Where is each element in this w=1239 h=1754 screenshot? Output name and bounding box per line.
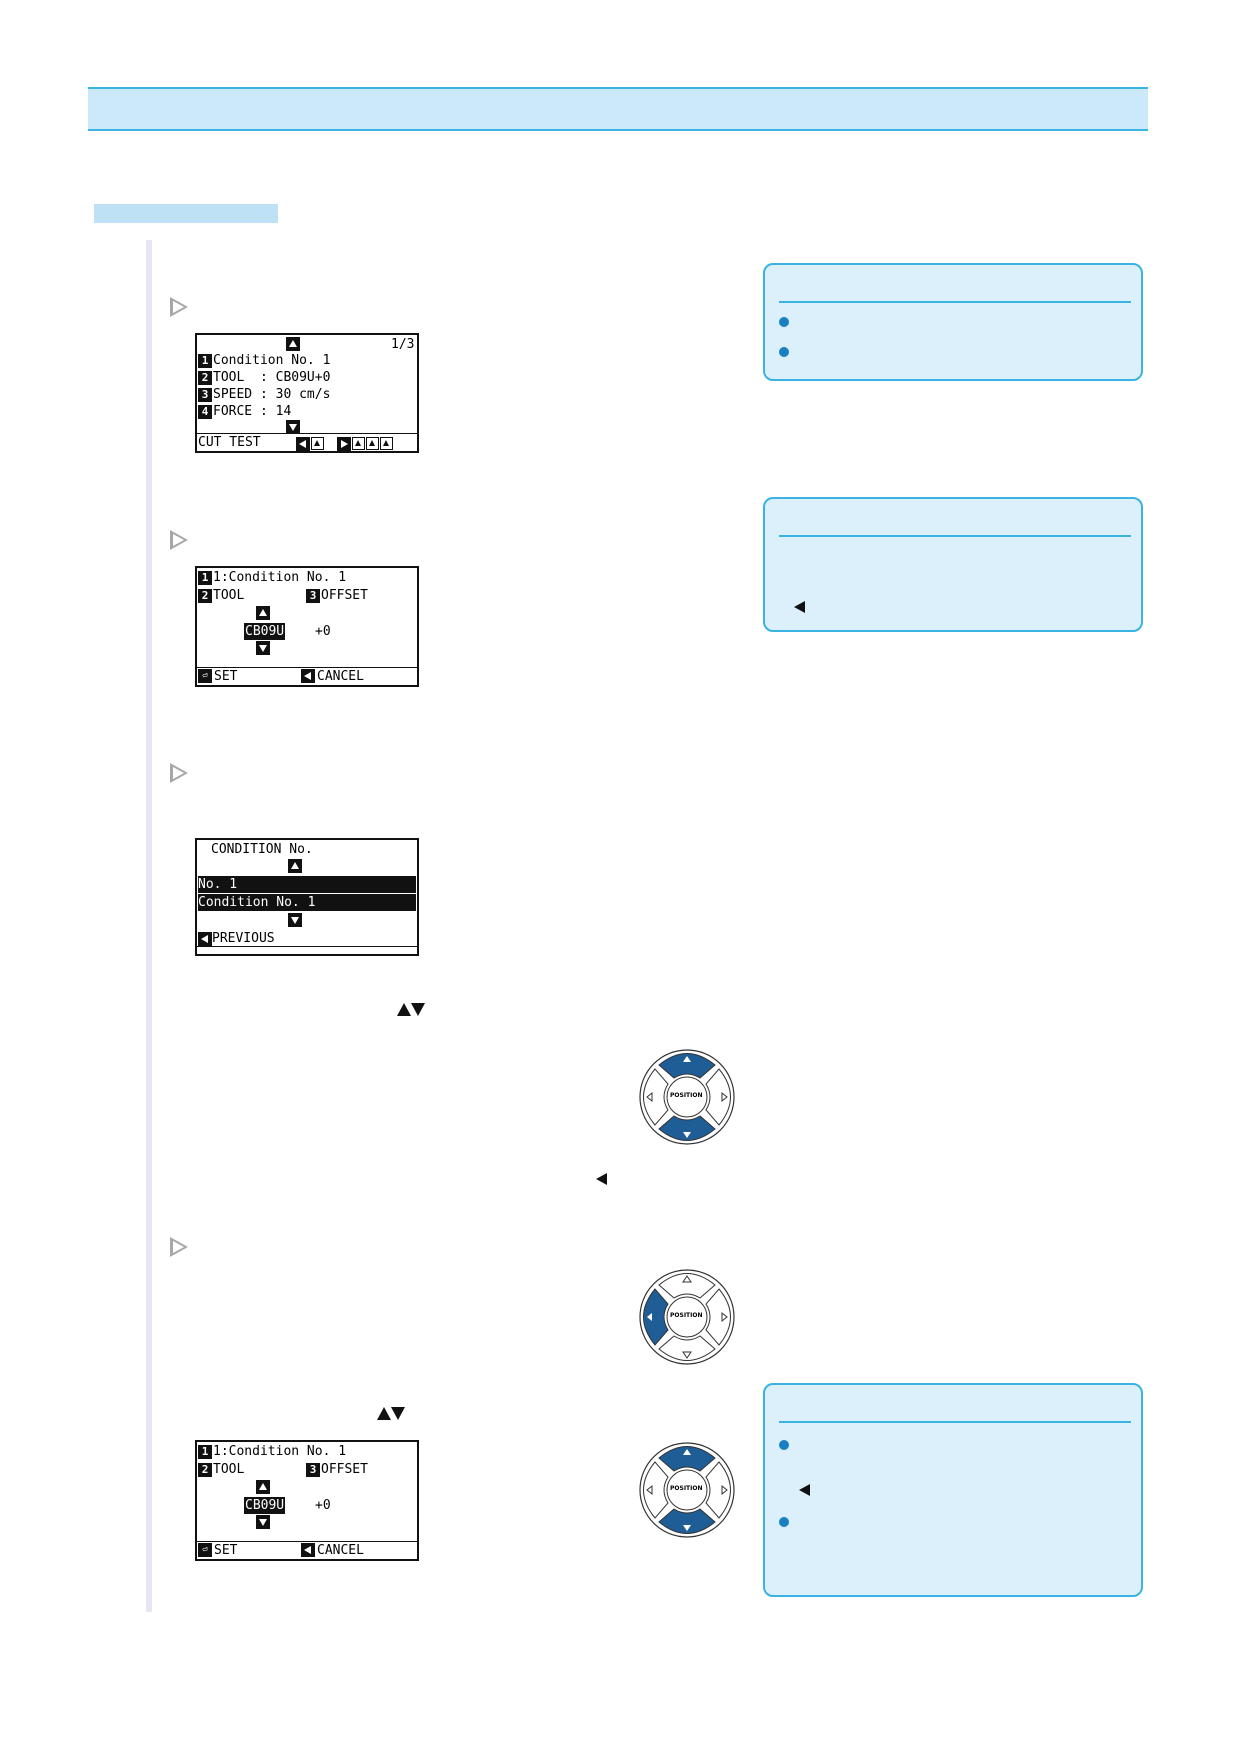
cancel-label: CANCEL: [317, 669, 364, 684]
up-arrow-icon: [288, 859, 302, 873]
position-label: POSITION: [670, 1092, 703, 1099]
lcd-row: SPEED : 30 cm/s: [213, 387, 331, 402]
note-box: [763, 1383, 1143, 1597]
bullet-icon: [779, 347, 789, 357]
key-1: 1: [198, 353, 212, 368]
note-divider: [779, 1421, 1131, 1423]
lcd-row: TOOL : CB09U+0: [213, 370, 331, 385]
position-keypad-updown: [639, 1049, 735, 1145]
note-box: [763, 497, 1143, 632]
left-key-icon: [301, 669, 315, 683]
left-triangle-icon: [794, 601, 805, 613]
lcd-footer: CUT TEST: [197, 433, 417, 451]
key-4: 4: [198, 404, 212, 419]
key-1: 1: [198, 570, 212, 585]
key-3: 3: [306, 1462, 320, 1477]
offset-label: OFFSET: [321, 1462, 368, 1477]
lcd-footer: ⏎ SET CANCEL: [197, 1541, 417, 1559]
up-arrow-icon: [256, 1480, 270, 1494]
tool-value: CB09U: [244, 623, 286, 640]
down-arrow-icon: [288, 913, 302, 927]
up-arrow-icon: [286, 337, 300, 351]
left-triangle-icon: [799, 1484, 810, 1496]
offset-value: +0: [315, 624, 331, 639]
step-arrow-icon: [170, 530, 188, 550]
right-key-icon: [336, 436, 351, 451]
lcd-title: 1:Condition No. 1: [213, 570, 347, 585]
up-arrow-icon: [256, 606, 270, 620]
box-icon: [379, 437, 393, 450]
key-3: 3: [198, 387, 212, 402]
note-divider: [779, 535, 1131, 537]
procedure-bar: [146, 240, 152, 1612]
down-arrow-icon: [286, 420, 300, 434]
key-2: 2: [198, 370, 212, 385]
box-icon: [351, 437, 365, 450]
left-key-icon: [301, 1543, 315, 1557]
left-key-icon: [198, 931, 212, 946]
box-icon: [365, 437, 379, 450]
down-arrow-icon: [256, 641, 270, 655]
cut-test-label: CUT TEST: [198, 435, 261, 450]
list-item: Condition No. 1: [198, 894, 416, 911]
note-box: [763, 263, 1143, 381]
bullet-icon: [779, 1440, 789, 1450]
key-1: 1: [198, 1444, 212, 1459]
cancel-label: CANCEL: [317, 1543, 364, 1558]
lcd-title: CONDITION No.: [211, 842, 313, 857]
offset-label: OFFSET: [321, 588, 368, 603]
note-divider: [779, 301, 1131, 303]
page-indicator: 1/3: [391, 337, 415, 352]
step-arrow-icon: [170, 1237, 188, 1257]
enter-key-icon: ⏎: [198, 1543, 212, 1557]
tool-label: TOOL: [213, 588, 245, 603]
tool-value: CB09U: [244, 1497, 286, 1514]
header-band: [88, 87, 1148, 131]
key-2: 2: [198, 1462, 212, 1477]
position-keypad-left: [639, 1269, 735, 1365]
step-arrow-icon: [170, 763, 188, 783]
enter-key-icon: ⏎: [198, 669, 212, 683]
bullet-icon: [779, 1517, 789, 1527]
lcd-screen-condition-list: CONDITION No. No. 1 Condition No. 1 PREV…: [195, 838, 419, 956]
down-arrow-icon: [256, 1515, 270, 1529]
set-label: SET: [214, 1543, 238, 1558]
lcd-footer: [197, 946, 417, 954]
lcd-row: Condition No. 1: [213, 353, 331, 368]
lcd-row: FORCE : 14: [213, 404, 292, 419]
tool-label: TOOL: [213, 1462, 245, 1477]
position-label: POSITION: [670, 1485, 703, 1492]
key-3: 3: [306, 588, 320, 603]
list-item: No. 1: [198, 876, 416, 893]
position-keypad-updown: [639, 1442, 735, 1538]
step-arrow-icon: [170, 297, 188, 317]
lcd-title: 1:Condition No. 1: [213, 1444, 347, 1459]
bullet-icon: [779, 317, 789, 327]
up-down-icon: [397, 1003, 425, 1016]
box-icon: [311, 437, 324, 450]
section-tab: [94, 204, 278, 223]
up-down-icon: [377, 1407, 405, 1420]
position-label: POSITION: [670, 1312, 703, 1319]
previous-label: PREVIOUS: [212, 931, 275, 946]
lcd-footer: ⏎ SET CANCEL: [197, 667, 417, 685]
left-key-icon: [296, 436, 310, 451]
set-label: SET: [214, 669, 238, 684]
key-2: 2: [198, 588, 212, 603]
offset-value: +0: [315, 1498, 331, 1513]
left-triangle-icon: [596, 1173, 607, 1185]
